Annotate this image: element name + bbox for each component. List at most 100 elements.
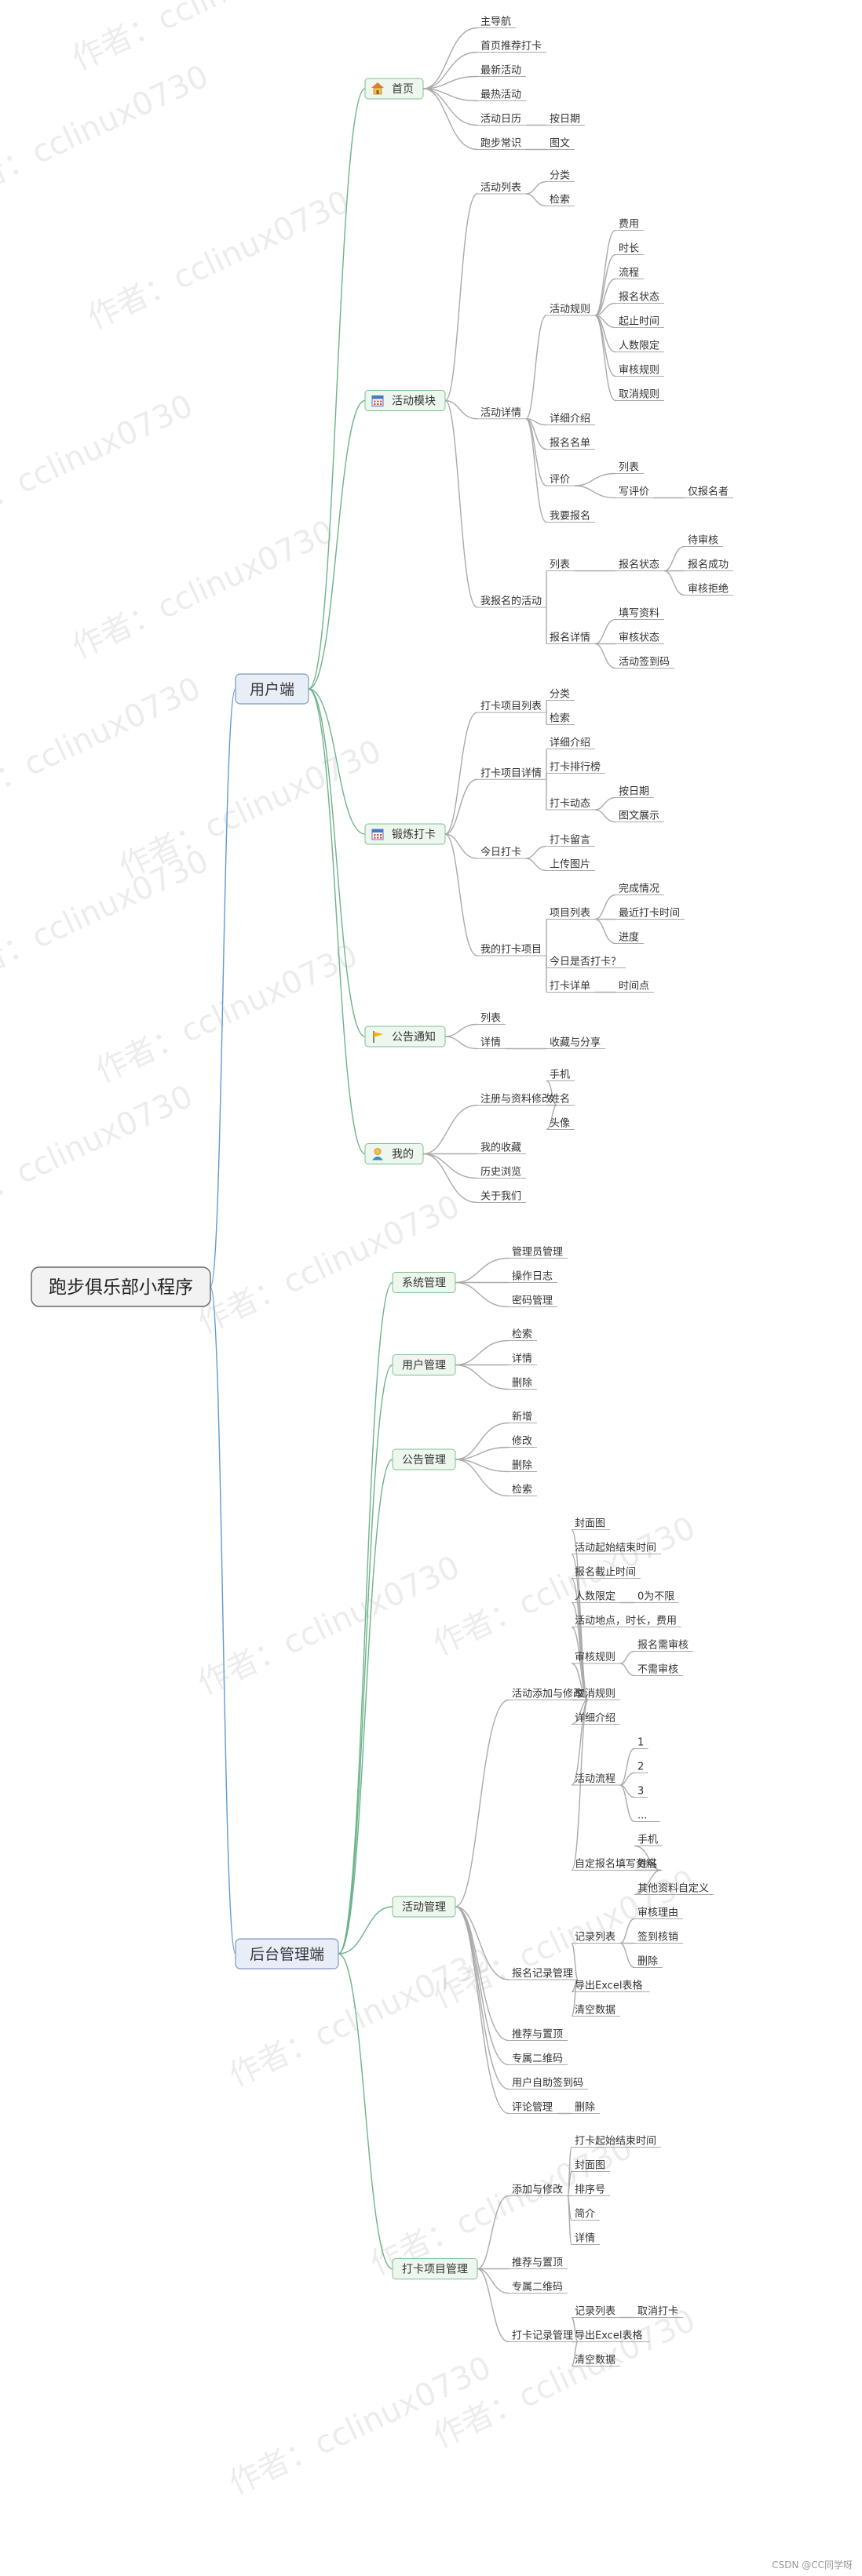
topic-connector — [634, 1869, 662, 1896]
watermark-text: 作者：cclinux0730 — [192, 1188, 466, 1341]
topic-label: 待审核 — [688, 535, 718, 547]
topic-label: 打卡项目列表 — [480, 701, 542, 712]
topic-connector — [619, 1784, 635, 1823]
module-label: 用户管理 — [402, 1359, 446, 1372]
topic-label: 清空数据 — [575, 2355, 615, 2366]
module-connector — [338, 1953, 393, 2270]
module-box — [364, 390, 446, 411]
branch-box — [235, 673, 309, 705]
topic-connector — [525, 180, 547, 195]
topic-connector — [455, 1906, 510, 1980]
topic-label: 手机 — [550, 1069, 570, 1081]
module-label: 首页 — [392, 83, 414, 96]
module-connector — [308, 688, 366, 1155]
topic-label: 我要报名 — [550, 510, 590, 523]
topic-label: 检索 — [550, 713, 570, 725]
calendar-icon — [371, 829, 384, 840]
topic-connector — [571, 1699, 589, 1871]
topic-label: 最新活动 — [480, 64, 521, 77]
topic-connector — [663, 545, 685, 572]
topic-label: 记录列表 — [575, 1932, 615, 1944]
topic-label: 分类 — [550, 170, 570, 182]
topic-label: 报名记录管理 — [512, 1967, 573, 1980]
topic-connector — [525, 858, 547, 872]
topic-label: 报名名单 — [550, 437, 590, 450]
topic-label: 报名状态 — [619, 291, 659, 304]
topic-label: 删除 — [512, 1460, 532, 1472]
topic-label: ... — [637, 1810, 647, 1822]
topic-label: 签到核销 — [637, 1931, 678, 1944]
topic-label: 列表 — [550, 559, 570, 571]
topic-label: 报名成功 — [688, 559, 729, 571]
topic-label: 删除 — [512, 1378, 532, 1390]
topic-connector — [619, 1918, 635, 1944]
topic-connector — [455, 1459, 510, 1473]
topic-connector — [634, 1845, 662, 1871]
branch-label: 后台管理端 — [250, 1946, 324, 1963]
calendar-icon — [371, 395, 384, 406]
topic-connector — [525, 845, 547, 859]
topic-connector — [594, 894, 616, 920]
topic-label: 打卡记录管理 — [512, 2330, 573, 2342]
topic-connector — [422, 1104, 478, 1155]
topic-label: 删除 — [575, 2102, 595, 2114]
topic-label: 活动添加与修改 — [512, 1689, 583, 1700]
topic-connector — [455, 1699, 510, 1907]
topic-label: 不需审核 — [637, 1664, 678, 1676]
topic-connector — [574, 485, 616, 499]
module-label: 系统管理 — [402, 1277, 446, 1290]
topic-label: 1 — [637, 1737, 644, 1749]
topic-label: 打卡排行榜 — [550, 761, 601, 774]
topic-label: 关于我们 — [480, 1191, 521, 1203]
topic-label: 审核拒绝 — [688, 583, 729, 596]
topic-label: 报名需审核 — [637, 1639, 689, 1652]
topic-connector — [594, 809, 616, 823]
topic-connector — [571, 1699, 589, 1786]
watermark-text: 作者：cclinux0730 — [0, 1078, 199, 1231]
topic-label: 报名详情 — [550, 632, 590, 644]
topic-label: 完成情况 — [619, 884, 659, 895]
user-icon — [372, 1148, 383, 1160]
module-connector — [308, 88, 366, 690]
topic-label: 历史浏览 — [480, 1166, 521, 1179]
topic-connector — [619, 1942, 635, 1969]
module-label: 活动管理 — [402, 1901, 446, 1914]
topic-label: 专属二维码 — [512, 2282, 563, 2294]
topic-label: 2 — [637, 1762, 644, 1773]
branch-box — [235, 1938, 339, 1969]
module-box — [392, 1896, 456, 1918]
topic-label: 其他资料自定义 — [637, 1883, 709, 1895]
topic-label: 最近打卡时间 — [619, 908, 680, 920]
topic-label: 图文展示 — [619, 811, 659, 822]
topic-label: 列表 — [480, 1013, 501, 1025]
topic-label: 详细介绍 — [550, 738, 590, 749]
topic-label: 0为不限 — [637, 1591, 674, 1603]
topic-label: 清空数据 — [575, 2005, 615, 2017]
topic-label: 人数限定 — [575, 1591, 615, 1603]
edge-layer — [210, 27, 733, 2367]
module-box — [392, 1448, 456, 1470]
topic-label: 检索 — [512, 1329, 532, 1341]
topic-connector — [567, 2170, 572, 2197]
topic-label: 最热活动 — [480, 89, 521, 101]
topic-label: 报名截止时间 — [575, 1566, 636, 1579]
topic-connector — [455, 1906, 510, 2115]
module-connector — [308, 688, 366, 835]
topic-connector — [477, 2268, 510, 2343]
topic-label: 打卡项目详情 — [480, 767, 542, 779]
topic-label: 按日期 — [550, 114, 580, 126]
topic-connector — [619, 1747, 635, 1786]
watermark-layer: 作者：cclinux0730作者：cclinux0730作者：cclinux07… — [0, 0, 701, 2502]
topic-label: 头像 — [550, 1118, 570, 1130]
topic-connector — [571, 2341, 579, 2367]
topic-label: 上传图片 — [550, 859, 590, 871]
topic-label: 活动流程 — [575, 1773, 615, 1785]
topic-connector — [663, 570, 685, 596]
topic-label: 管理员管理 — [512, 1247, 563, 1259]
topic-label: 推荐与置顶 — [512, 2029, 563, 2041]
topic-label: 姓名 — [550, 1093, 570, 1106]
topic-label: 图文 — [550, 138, 570, 150]
topic-connector — [594, 796, 616, 811]
topic-label: 打卡详单 — [550, 981, 590, 993]
